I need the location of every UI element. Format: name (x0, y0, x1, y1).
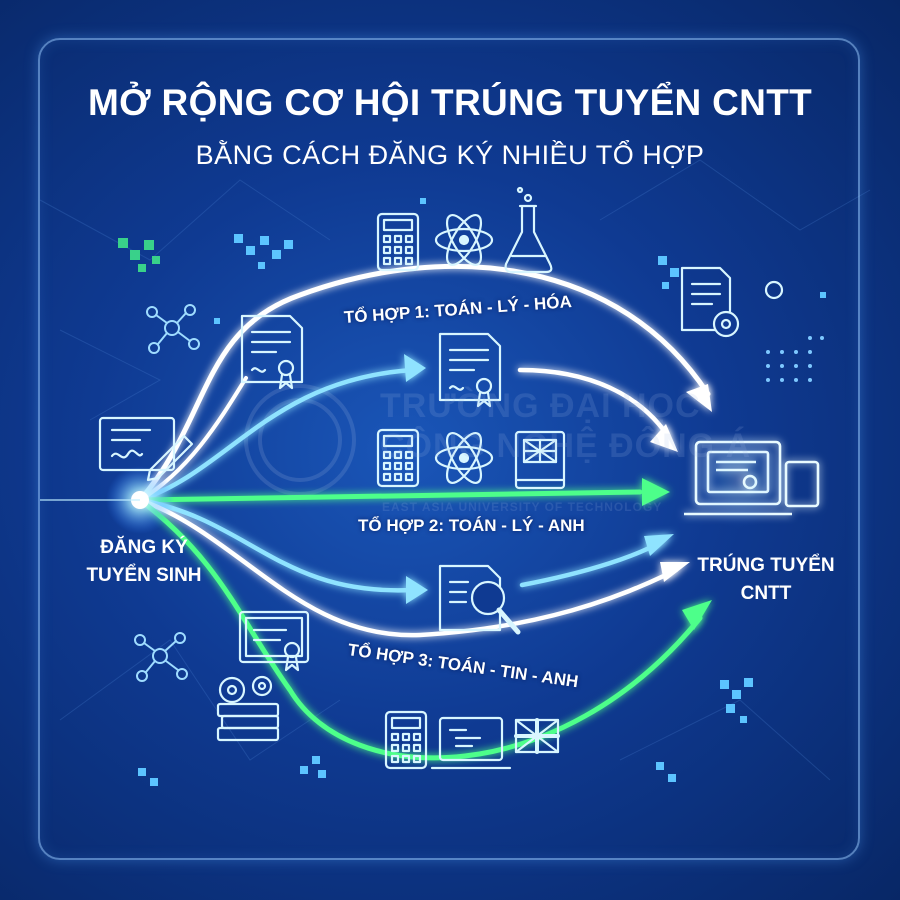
end-label-line-2: CNTT (740, 583, 792, 604)
arrow-head-middle (642, 478, 670, 506)
calculator-icon (384, 710, 428, 770)
start-label-line-1: ĐĂNG KÝ (100, 537, 188, 558)
books-gears-icon (216, 675, 280, 742)
arrow-head-upper (650, 424, 678, 452)
arrow-heads (404, 354, 712, 630)
english-book-icon (514, 430, 566, 490)
arrow-head-bottom (682, 600, 712, 630)
border-frame (38, 38, 860, 860)
signed-form-icon (98, 416, 194, 482)
search-document-icon (438, 564, 521, 635)
certificate-frame-icon (238, 610, 310, 672)
pixel-decoration (118, 198, 826, 786)
path-combo-3 (137, 497, 703, 761)
watermark-subtext: EAST ASIA UNIVERSITY OF TECHNOLOGY (382, 500, 663, 514)
atom-icon (434, 214, 494, 266)
network-node-icon (134, 632, 188, 682)
path-combo-2 (137, 489, 643, 503)
end-label: TRÚNG TUYỂN CNTT (676, 552, 856, 608)
calculator-icon (376, 212, 420, 272)
network-node-icon (146, 304, 200, 354)
watermark-text: TRƯỜNG ĐẠI HỌC CÔNG NGHỆ ĐÔNG Á (380, 386, 751, 466)
path-combo-1 (137, 263, 711, 503)
path-upper-continue (517, 367, 671, 439)
arrow-head-upper-doc (404, 354, 426, 382)
uk-flag-icon (514, 718, 560, 754)
watermark-line-2: CÔNG NGHỆ ĐÔNG Á (380, 427, 752, 465)
background-network (39, 159, 871, 781)
flask-icon (504, 186, 553, 274)
start-label-line-2: TUYỂN SINH (86, 565, 202, 586)
arrow-head-lower-doc (406, 576, 428, 604)
arrow-head-top (686, 384, 712, 412)
calculator-icon (376, 428, 420, 488)
watermark-line-1: TRƯỜNG ĐẠI HỌC (380, 387, 701, 425)
certificate-document-icon (240, 314, 304, 390)
destination-glow (692, 432, 788, 528)
main-title: MỞ RỘNG CƠ HỘI TRÚNG TUYỂN CNTT (87, 82, 812, 123)
dot-grid-decoration (766, 336, 824, 382)
arrow-head-lower (644, 534, 674, 556)
path-white-lower (137, 497, 679, 638)
path-upper-branch (137, 367, 415, 503)
atom-icon (434, 432, 494, 484)
combo-2-label: TỔ HỢP 2: TOÁN - LÝ - ANH (358, 516, 585, 535)
start-label: ĐĂNG KÝ TUYỂN SINH (64, 534, 224, 590)
arrow-head-white-lower (660, 562, 690, 582)
subtitle: BẰNG CÁCH ĐĂNG KÝ NHIỀU TỔ HỢP (195, 140, 705, 170)
ring-decoration (764, 280, 784, 300)
document-settings-icon (680, 266, 740, 338)
end-label-line-1: TRÚNG TUYỂN (697, 555, 835, 576)
certificate-document-icon (438, 332, 502, 408)
path-lower-branch (137, 497, 415, 593)
laptop-code-icon (430, 716, 512, 770)
